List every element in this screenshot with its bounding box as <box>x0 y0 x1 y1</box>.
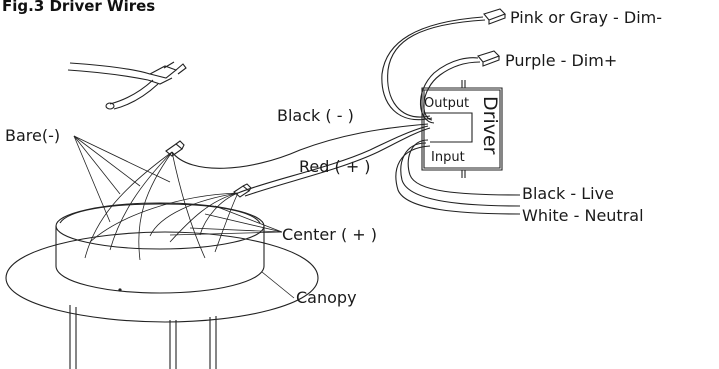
canopy-leader-line <box>261 271 295 299</box>
label-center-positive: Center ( + ) <box>282 225 377 244</box>
driver-output-label: Output <box>424 96 469 111</box>
wire-cutter-icon <box>67 61 187 110</box>
wire-nut-icon <box>233 183 252 198</box>
figure-title: Fig.3 Driver Wires <box>2 0 155 15</box>
label-black-live: Black - Live <box>522 184 614 203</box>
connector-icon <box>477 50 500 67</box>
wire-nut-icon <box>165 140 185 157</box>
center-leader-lines <box>169 205 283 236</box>
dim-wires <box>381 16 486 124</box>
driver-name-label: Driver <box>479 96 501 155</box>
driver-box: Output Input Driver <box>421 80 503 178</box>
label-bare-negative: Bare(-) <box>5 126 60 145</box>
bare-leader-lines <box>73 135 171 223</box>
canopy <box>5 202 319 369</box>
label-black-negative: Black ( - ) <box>277 106 354 125</box>
label-purple: Purple - Dim+ <box>505 51 617 70</box>
connector-icon <box>483 8 506 25</box>
label-pink-gray: Pink or Gray - Dim- <box>510 8 662 27</box>
fixture-wires <box>84 123 431 261</box>
label-canopy: Canopy <box>296 288 357 307</box>
label-red-positive: Red ( + ) <box>299 157 371 176</box>
driver-input-label: Input <box>431 150 465 165</box>
label-white-neutral: White - Neutral <box>522 206 644 225</box>
mains-wires <box>395 139 521 215</box>
